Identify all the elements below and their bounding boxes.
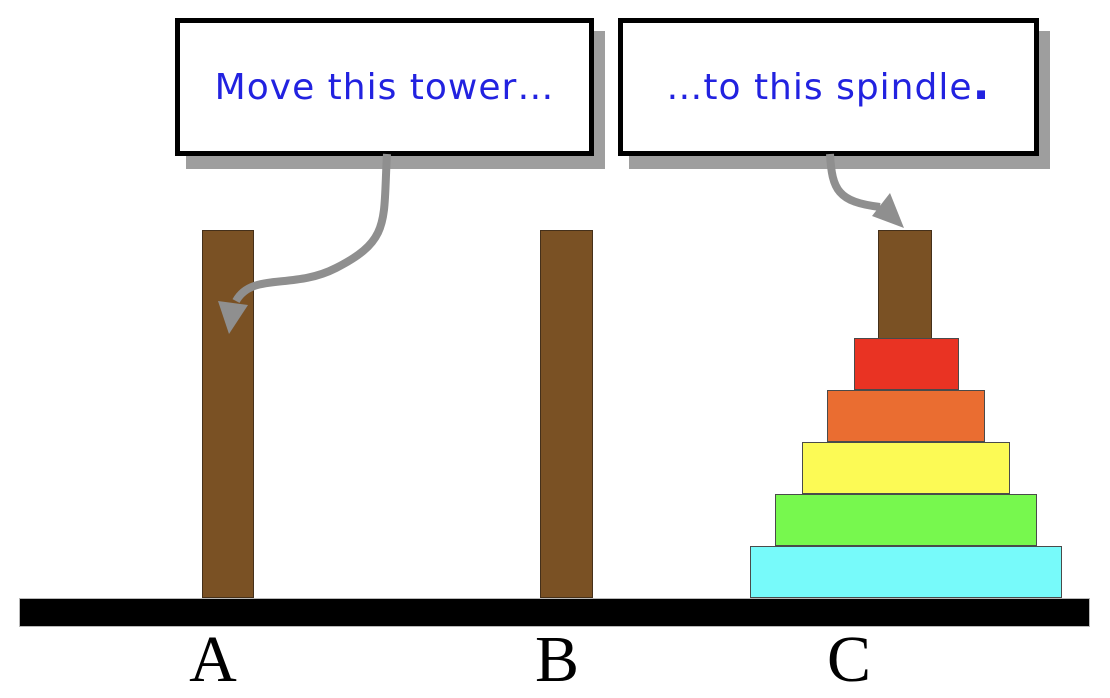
disk-size-4[interactable]	[775, 494, 1037, 546]
spindle-a[interactable]	[202, 230, 254, 598]
callout-move-tower: Move this tower…	[175, 18, 594, 156]
disk-size-2[interactable]	[827, 390, 985, 442]
callout-to-spindle: …to this spindle.	[618, 18, 1039, 156]
callout-move-tower-text: Move this tower…	[214, 66, 555, 108]
spindle-label-a: A	[189, 623, 237, 696]
arrow-to-tower-a	[232, 153, 391, 304]
disk-size-1[interactable]	[853, 338, 959, 390]
callout-to-spindle-phrase: …to this spindle	[666, 66, 973, 108]
callout-to-spindle-period: .	[972, 56, 991, 110]
callout-to-spindle-text: …to this spindle.	[666, 61, 990, 108]
spindle-label-b: B	[534, 623, 580, 696]
disk-size-3[interactable]	[802, 442, 1010, 494]
arrow-to-spindle-c-head	[872, 193, 904, 228]
spindle-b[interactable]	[540, 230, 593, 598]
base-bar	[19, 598, 1090, 627]
arrow-to-spindle-c	[826, 153, 881, 211]
disk-size-5[interactable]	[750, 546, 1062, 598]
spindle-label-c: C	[826, 623, 872, 696]
disk-stack	[750, 338, 1062, 598]
